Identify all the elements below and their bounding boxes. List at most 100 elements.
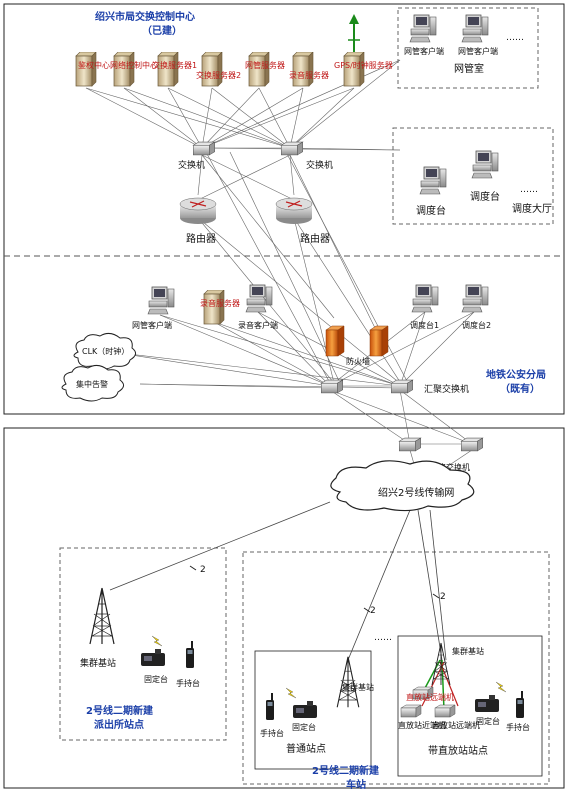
- nm-room-name: 网管室: [454, 62, 484, 75]
- link-mark-repeater: 2: [440, 592, 446, 602]
- svg-text:GPS/时钟服务器: GPS/时钟服务器: [334, 60, 393, 70]
- station-title-1: 2号线二期新建: [312, 764, 380, 777]
- normal-handheld-label: 手持台: [260, 728, 284, 738]
- server-6: 录音服务器: [289, 52, 329, 87]
- core-switch-2: 交换机: [281, 141, 333, 171]
- repeater-handheld-label: 手持台: [506, 722, 530, 732]
- nm-client-2-label: 网管客户端: [458, 46, 498, 56]
- normal-handheld-icon: [266, 693, 274, 720]
- net-switch-label: 网络交换机: [430, 462, 470, 472]
- police-fixed-radio-icon: [141, 649, 165, 666]
- police-tower-icon: [89, 587, 115, 645]
- normal-tower-icon: [336, 656, 360, 708]
- police-site-box: [59, 547, 227, 741]
- mid-console-1-label: 调度台1: [410, 320, 439, 330]
- repeater-site-box: [397, 635, 543, 777]
- mid-console-2-icon: [461, 284, 489, 313]
- repeater-site-name: 带直放站站点: [428, 744, 488, 757]
- station-group-box: [242, 551, 550, 785]
- repeater-fixed-radio-icon: [475, 695, 499, 712]
- repeater-unit-3-icon: [434, 704, 456, 718]
- repeater-site: 集群基站 直放站远端机 直放站近端机 直放站远端机 固定台 手持台 带直放站站点: [398, 642, 530, 757]
- police-site-title-2: 派出所站点: [94, 718, 144, 731]
- normal-site-name: 普通站点: [286, 742, 326, 755]
- repeater-unit-3-label: 直放站远端机: [432, 720, 480, 730]
- mid-rec-client-label: 录音客户端: [238, 320, 278, 330]
- police-handheld-label: 手持台: [176, 678, 200, 688]
- lower-region-border: [3, 427, 565, 789]
- link-mark-police: 2: [200, 565, 206, 575]
- alarm-cloud: 集中告警: [61, 364, 124, 402]
- dispatch-console-1-icon: [419, 166, 447, 195]
- server-2: 网络控制中心: [110, 52, 158, 87]
- normal-station-label: 集群基站: [342, 682, 374, 692]
- dispatch-console-2-label: 调度台: [470, 190, 500, 203]
- link-mark-normal: 2: [370, 606, 376, 616]
- mid-rec-client: 录音客户端: [238, 284, 278, 330]
- dispatch-hall: 调度台 调度台 …… 调度大厅: [416, 150, 552, 217]
- repeater-unit-2-label: 直放站近端机: [398, 720, 446, 730]
- transport-label: 绍兴2号线传输网: [378, 486, 454, 499]
- core-links: [85, 59, 475, 479]
- police-site: 集群基站 固定台 手持台 2号线二期新建 派出所站点: [80, 587, 200, 731]
- dispatch-console-1-label: 调度台: [416, 204, 446, 217]
- core-switch-1: 交换机: [178, 141, 215, 171]
- gps-antenna-icon: [348, 14, 360, 52]
- server-label-4: 交换服务器2: [196, 70, 241, 80]
- police-site-title-1: 2号线二期新建: [86, 704, 154, 717]
- svg-text:网管服务器: 网管服务器: [245, 60, 285, 70]
- svg-text:交换服务器2: 交换服务器2: [196, 70, 241, 80]
- police-signal-icon: [151, 635, 163, 647]
- normal-site-box: [254, 650, 372, 770]
- clk-label: CLK（时钟）: [82, 346, 129, 356]
- agg-switch-1: [321, 379, 343, 394]
- police-handheld-icon: [186, 641, 194, 668]
- svg-text:录音服务器: 录音服务器: [289, 70, 329, 80]
- firewall-1: [325, 325, 345, 357]
- mid-rec-server-label: 录音服务器: [200, 298, 240, 308]
- router-2-label: 路由器: [300, 232, 330, 245]
- router-2: 路由器: [275, 197, 330, 245]
- access-links: [109, 501, 447, 661]
- agg-switch-label: 汇聚交换机: [424, 383, 469, 395]
- mid-console-2: 调度台2: [461, 284, 491, 330]
- repeater-unit-1-label: 直放站远端机: [406, 692, 454, 702]
- normal-fixed-label: 固定台: [292, 722, 316, 732]
- nm-room-box: [397, 7, 539, 89]
- nm-client-1-label: 网管客户端: [404, 46, 444, 56]
- nm-room-dots: ……: [506, 33, 524, 43]
- police-fixed-label: 固定台: [144, 674, 168, 684]
- repeater-signal-icon: [495, 681, 507, 693]
- server-5: 网管服务器: [245, 52, 285, 87]
- mid-nm-client-icon: [147, 286, 175, 315]
- server-1: 鉴权中心: [75, 52, 110, 87]
- nm-client-1-icon: [409, 14, 437, 43]
- center-title: 绍兴市局交换控制中心: [95, 10, 195, 23]
- server-7: GPS/时钟服务器: [334, 52, 393, 87]
- firewall-label: 防火墙: [346, 356, 370, 366]
- nm-room: 网管客户端 网管客户端 …… 网管室: [404, 14, 524, 75]
- server-3: 交换服务器1: [152, 52, 197, 87]
- bureau-title: 地铁公安分局: [486, 368, 546, 381]
- nm-client-2-icon: [461, 14, 489, 43]
- core-switch-1-label: 交换机: [178, 159, 205, 171]
- sites-dots: ……: [374, 633, 392, 643]
- repeater-unit-2-icon: [400, 704, 422, 718]
- alarm-label: 集中告警: [76, 379, 108, 389]
- upper-region-border: [3, 3, 565, 415]
- normal-signal-icon: [285, 687, 297, 699]
- dispatch-hall-name: 调度大厅: [512, 202, 552, 215]
- router-1: 路由器: [179, 197, 217, 245]
- firewall-2: [369, 325, 389, 357]
- mid-console-2-label: 调度台2: [462, 320, 491, 330]
- normal-fixed-radio-icon: [293, 701, 317, 718]
- svg-text:交换服务器1: 交换服务器1: [152, 60, 197, 70]
- mid-nm-client-label: 网管客户端: [132, 320, 172, 330]
- dispatch-hall-box: [392, 127, 554, 225]
- server-label-6: 录音服务器: [289, 70, 329, 80]
- core-switch-2-label: 交换机: [306, 159, 333, 171]
- server-label-5: 网管服务器: [245, 60, 285, 70]
- dispatch-dots: ……: [520, 185, 538, 195]
- repeater-station-label: 集群基站: [452, 646, 484, 656]
